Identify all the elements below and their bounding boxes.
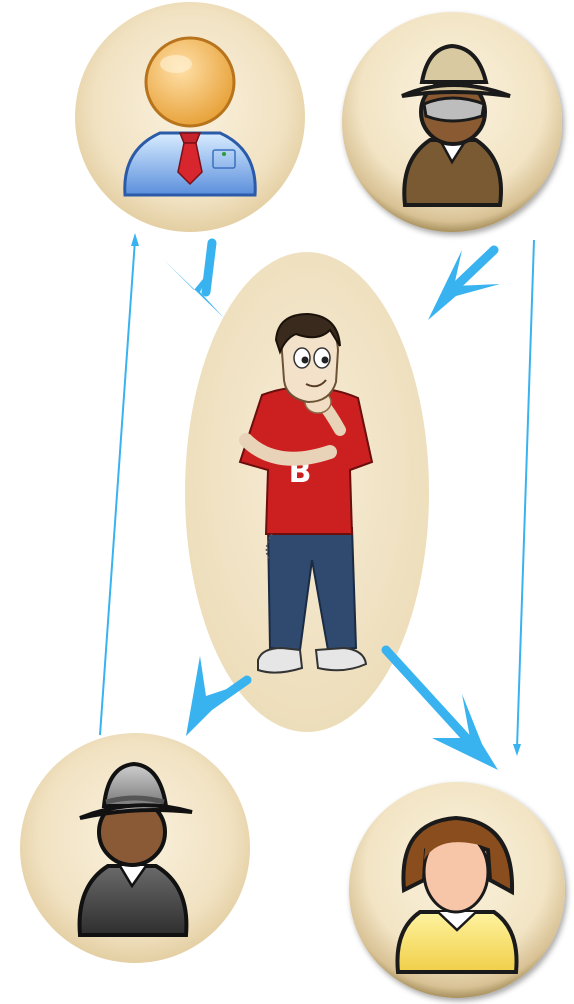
edge-top-left-to-center — [164, 243, 224, 318]
node-top-left — [75, 2, 305, 232]
edge-top-right-to-center — [428, 250, 500, 320]
edge-top-right-to-bottom-right — [513, 240, 534, 756]
edge-bottom-left-to-top-left — [100, 233, 139, 735]
node-bottom-right — [349, 782, 565, 998]
node-bottom-left — [20, 733, 250, 963]
edge-center-to-bottom-right — [386, 650, 498, 770]
node-top-right — [342, 12, 562, 232]
